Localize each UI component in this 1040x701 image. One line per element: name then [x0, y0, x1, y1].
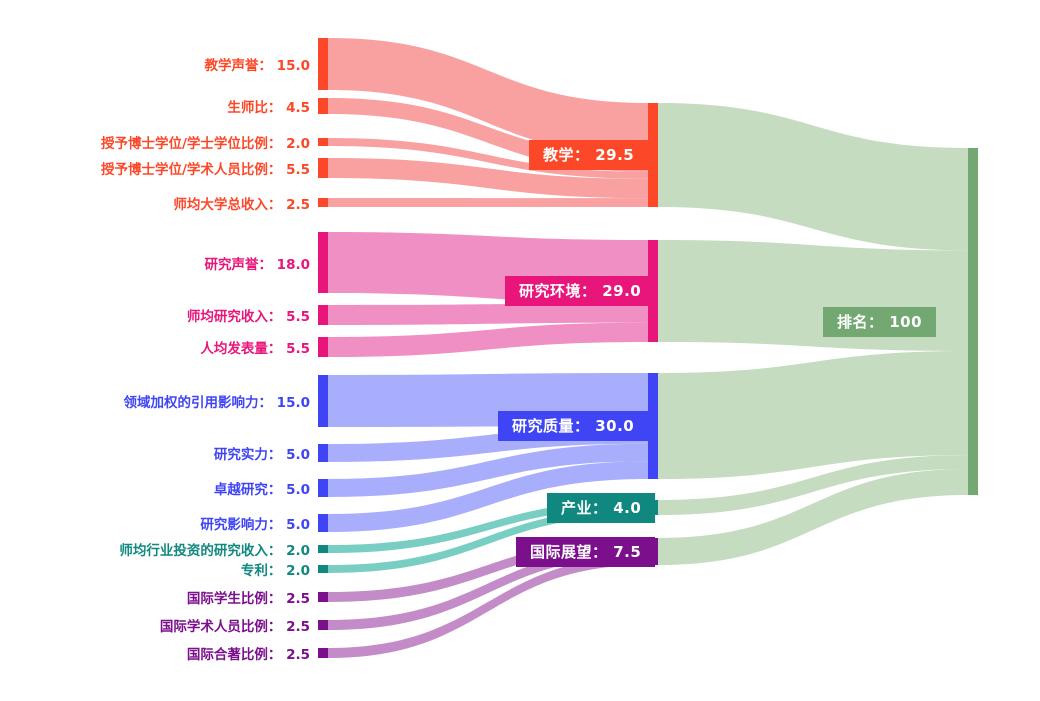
- sankey-node-teaching[interactable]: [648, 103, 658, 207]
- sankey-link: [658, 350, 968, 479]
- node-label-doctorate_staff_ratio: 授予博士学位/学术人员比例： 5.5: [100, 162, 310, 178]
- node-label-industry: 产业： 4.0: [547, 492, 656, 523]
- sankey-node-industry_research_income[interactable]: [318, 545, 328, 553]
- sankey-node-research_quality[interactable]: [648, 373, 658, 479]
- sankey-node-intl_staff[interactable]: [318, 620, 328, 630]
- node-label-research_influence: 研究影响力： 5.0: [200, 517, 310, 533]
- sankey-node-intl_students[interactable]: [318, 592, 328, 602]
- sankey-node-doctorate_bachelor_ratio[interactable]: [318, 138, 328, 146]
- node-label-research_income: 师均研究收入： 5.5: [186, 309, 310, 325]
- sankey-node-student_staff_ratio[interactable]: [318, 98, 328, 114]
- sankey-node-doctorate_staff_ratio[interactable]: [318, 158, 328, 178]
- node-label-student_staff_ratio: 生师比： 4.5: [227, 100, 310, 116]
- sankey-link: [328, 443, 648, 497]
- sankey-link: [328, 303, 648, 325]
- sankey-link: [658, 455, 968, 515]
- sankey-link: [328, 38, 648, 156]
- node-label-research_reputation: 研究声誉： 18.0: [204, 256, 310, 273]
- node-label-fwci: 领域加权的引用影响力： 15.0: [123, 395, 310, 411]
- node-label-ranking: 排名： 100: [823, 306, 937, 337]
- sankey-link: [328, 547, 648, 630]
- node-label-research_strength: 研究实力： 5.0: [213, 447, 310, 463]
- node-label-teaching_reputation: 教学声誉： 15.0: [204, 58, 310, 74]
- node-label-teaching: 教学： 29.5: [529, 140, 649, 170]
- sankey-node-institutional_income[interactable]: [318, 198, 328, 207]
- sankey-node-research_strength[interactable]: [318, 444, 328, 462]
- sankey-node-teaching_reputation[interactable]: [318, 38, 328, 90]
- sankey-node-intl_coauthor[interactable]: [318, 648, 328, 658]
- sankey-link: [658, 103, 968, 251]
- sankey-node-research_excellence[interactable]: [318, 479, 328, 497]
- node-label-intl_staff: 国际学术人员比例： 2.5: [159, 619, 310, 635]
- sankey-node-publications_per_capita[interactable]: [318, 337, 328, 357]
- node-label-research_env: 研究环境： 29.0: [505, 276, 656, 306]
- node-label-research_excellence: 卓越研究： 5.0: [213, 482, 310, 498]
- sankey-node-research_influence[interactable]: [318, 514, 328, 532]
- sankey-link: [328, 538, 648, 602]
- node-label-industry_research_income: 师均行业投资的研究收入： 2.0: [119, 543, 310, 559]
- node-label-research_quality: 研究质量： 30.0: [498, 411, 649, 441]
- node-label-intl_coauthor: 国际合著比例： 2.5: [186, 647, 310, 663]
- sankey-link: [328, 500, 648, 553]
- sankey-node-patents[interactable]: [318, 565, 328, 573]
- sankey-link: [328, 158, 648, 199]
- sankey-link: [328, 556, 648, 658]
- sankey-link: [328, 198, 648, 207]
- sankey-node-fwci[interactable]: [318, 375, 328, 427]
- node-label-intl_students: 国际学生比例： 2.5: [186, 591, 310, 607]
- sankey-link: [328, 507, 648, 573]
- sankey-node-research_income[interactable]: [318, 305, 328, 325]
- node-label-publications_per_capita: 人均发表量： 5.5: [200, 341, 310, 357]
- sankey-node-ranking[interactable]: [968, 148, 978, 495]
- sankey-link: [328, 322, 648, 357]
- sankey-link: [328, 461, 648, 532]
- node-label-patents: 专利： 2.0: [240, 563, 310, 579]
- node-label-institutional_income: 师均大学总收入： 2.5: [173, 196, 310, 213]
- sankey-link: [658, 468, 968, 565]
- sankey-node-research_reputation[interactable]: [318, 232, 328, 293]
- node-label-doctorate_bachelor_ratio: 授予博士学位/学士学位比例： 2.0: [100, 136, 310, 152]
- node-label-intl_outlook: 国际展望： 7.5: [516, 536, 656, 567]
